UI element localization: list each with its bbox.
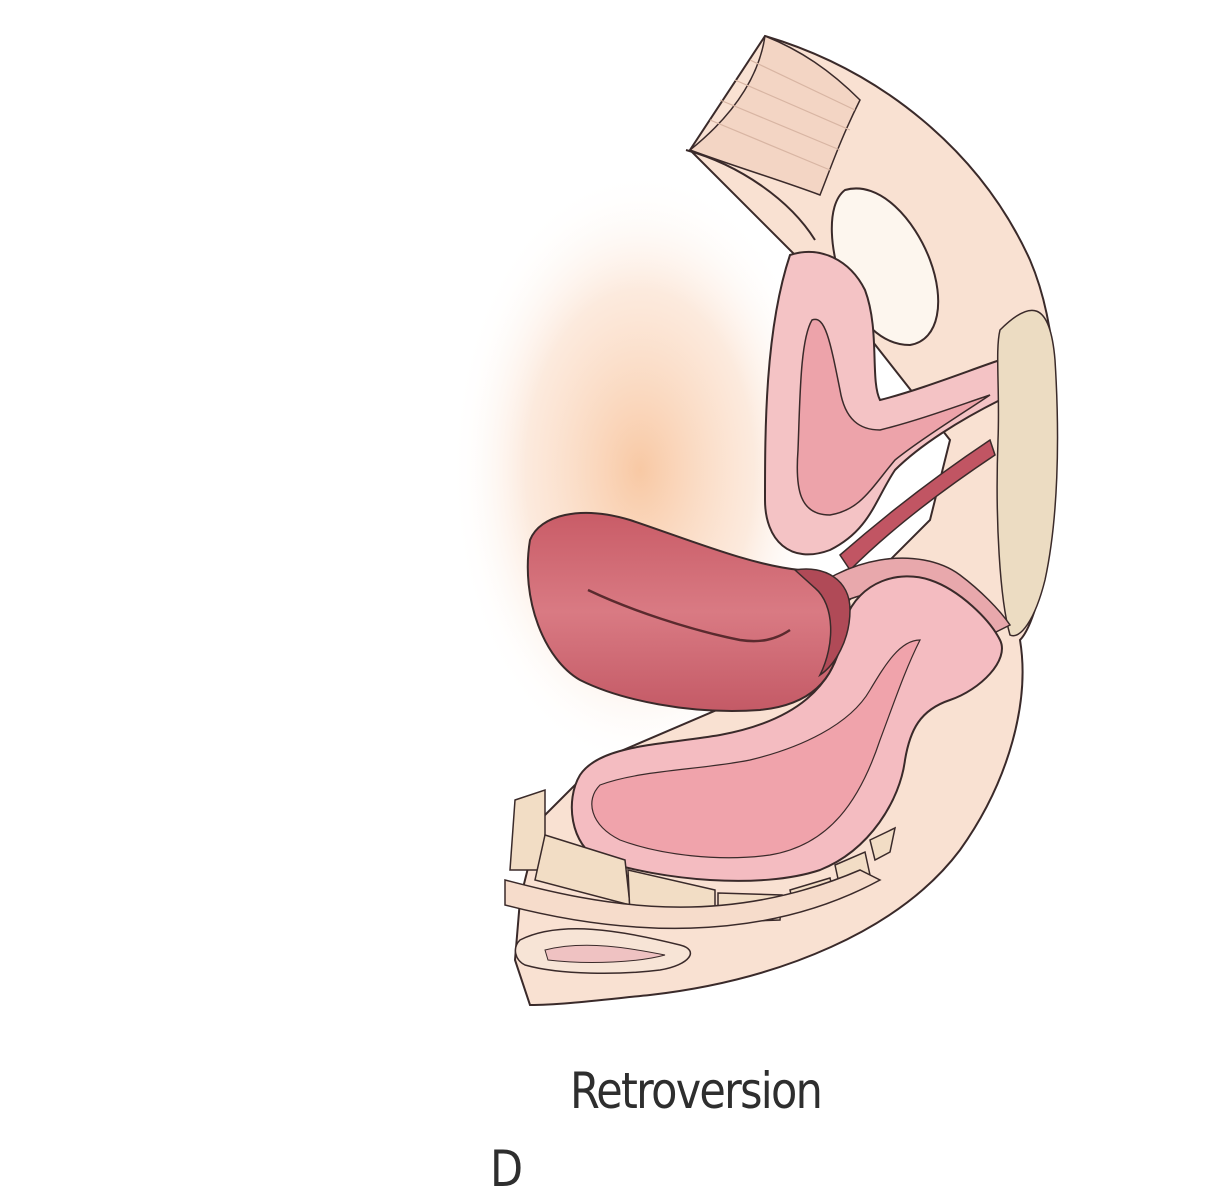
abdominal-wall [688,34,861,196]
vertebra [869,826,897,862]
bladder-lumen [796,318,991,516]
iliac-fragment-inner [544,944,666,963]
muscle-striations [709,59,856,171]
abdominal-wall-inner-line [685,149,816,241]
sacrum-outline [504,869,882,930]
perineal-block [996,309,1059,637]
figure-caption: Retroversion [570,1062,823,1120]
uterine-cavity [587,588,791,643]
urethra [839,438,996,572]
rectum-lumen [591,639,921,859]
cervix [793,568,851,678]
panel-label: D [490,1140,524,1198]
